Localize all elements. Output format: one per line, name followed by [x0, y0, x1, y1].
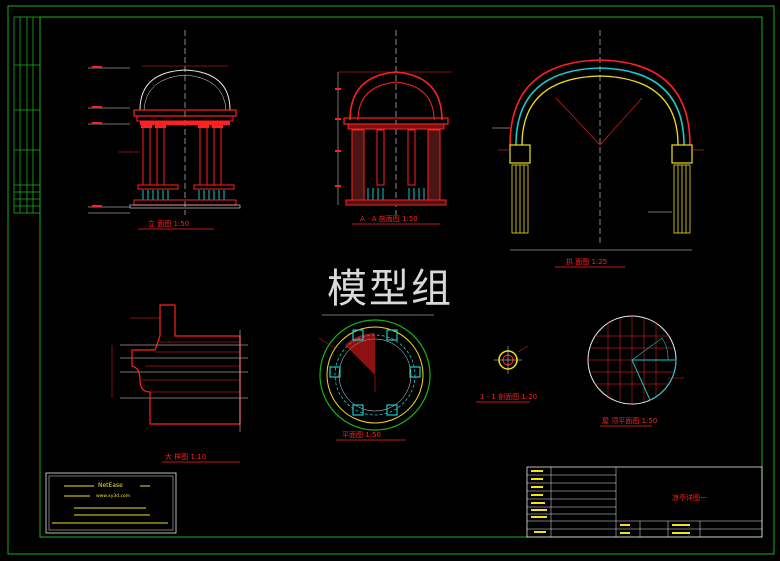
project-title: 凉亭详图一: [672, 493, 707, 502]
plan-view: 平面图 1:50: [318, 314, 434, 441]
binding-strip: [13, 16, 41, 214]
logo-brand: NetEase: [98, 482, 123, 489]
inner-frame: [39, 16, 763, 538]
dome-plan-label: 屋 顶平面图 1:50: [602, 417, 657, 425]
detail-view: 大 样图 1:10: [111, 304, 248, 463]
elevation-label: 立 面图 1:50: [148, 219, 189, 228]
dome-plan-view: 屋 顶平面图 1:50: [587, 315, 684, 427]
detail-label: 大 样图 1:10: [165, 452, 206, 461]
title-block: 凉亭详图一: [526, 466, 763, 538]
logo-block: NetEase www.xy3d.com: [45, 472, 177, 534]
arch-view: 拱 面图 1:25: [492, 30, 704, 268]
column-section-view: 1 - 1 剖面图 1:20: [476, 345, 537, 403]
column-section-label: 1 - 1 剖面图 1:20: [480, 392, 537, 401]
outer-frame: [7, 5, 775, 555]
section-view: A - A 剖面图 1:50: [335, 30, 452, 225]
section-label: A - A 剖面图 1:50: [360, 214, 418, 223]
arch-label: 拱 面图 1:25: [566, 257, 607, 266]
logo-url: www.xy3d.com: [96, 493, 130, 499]
elevation-view: 立 面图 1:50: [88, 30, 241, 230]
plan-label: 平面图 1:50: [342, 431, 381, 439]
